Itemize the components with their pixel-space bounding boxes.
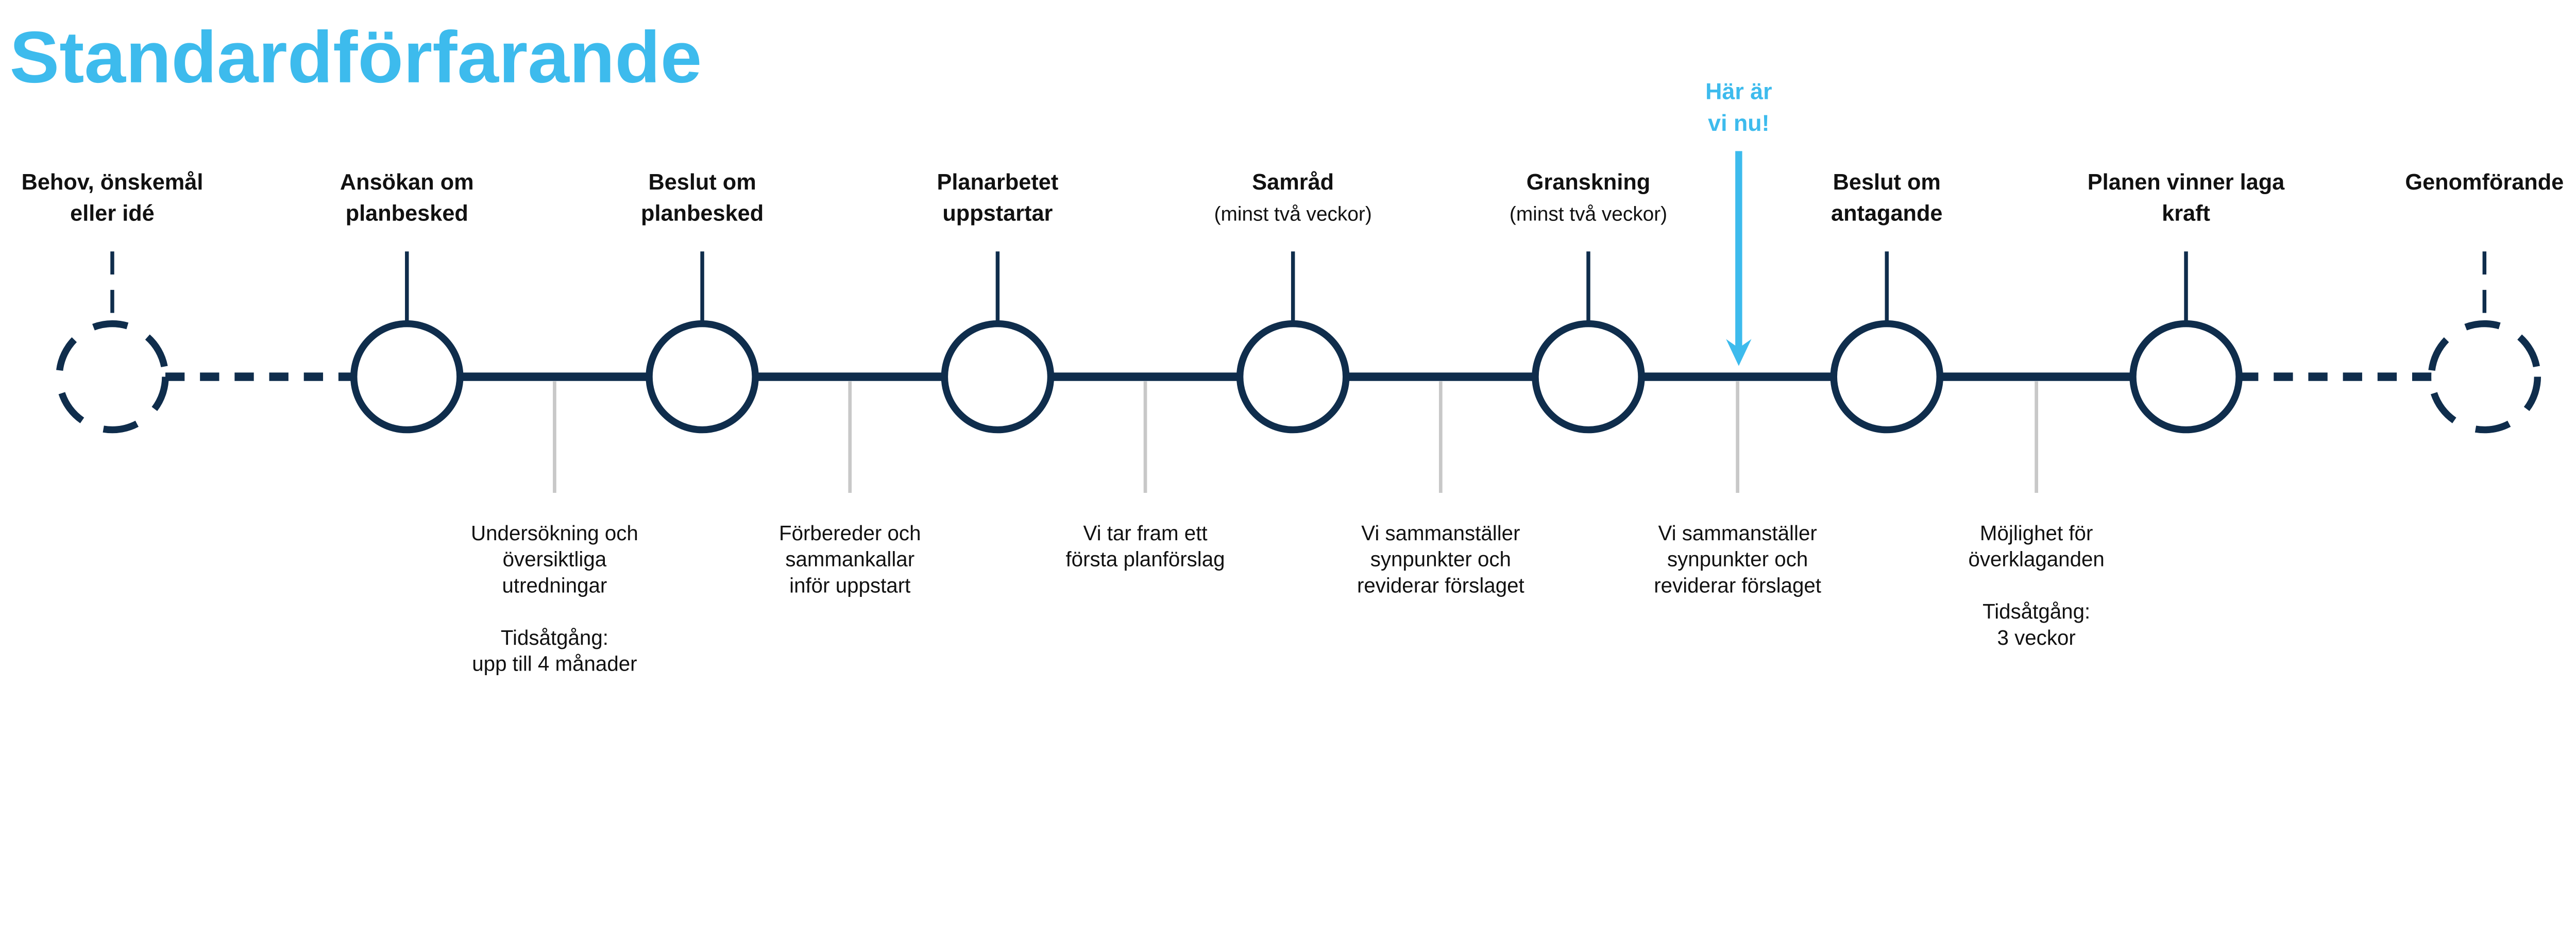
- step-label: Samråd: [1252, 170, 1334, 195]
- step-label: Granskning: [1527, 170, 1651, 195]
- phase-text: synpunkter och: [1370, 548, 1511, 571]
- timeline-step: Beslut om planbesked: [641, 170, 764, 434]
- step-label: Behov, önskemål: [22, 170, 204, 195]
- phase-text: Tidsåtgång:: [501, 626, 608, 649]
- step-circle: [941, 320, 1055, 434]
- step-label: Beslut om: [648, 170, 756, 195]
- phase-text: översiktliga: [503, 548, 607, 571]
- step-circle: [1236, 320, 1350, 434]
- phase-description: Vi tar fram ett första planförslag: [1065, 381, 1225, 571]
- timeline-step: Samråd (minst två veckor): [1214, 170, 1372, 434]
- step-label-line2: kraft: [2162, 201, 2210, 226]
- step-label: Planarbetet: [937, 170, 1059, 195]
- phase-text: överklaganden: [1968, 548, 2104, 571]
- step-label-line2: planbesked: [346, 201, 468, 226]
- phase-text: 3 veckor: [1997, 626, 2076, 649]
- step-label: Beslut om: [1833, 170, 1941, 195]
- page-title: Standardförfarande: [10, 17, 702, 98]
- step-duration: (minst två veckor): [1510, 203, 1667, 225]
- timeline-step: Behov, önskemål eller idé: [22, 170, 204, 434]
- process-timeline: Standardförfarande Behov, önskemål eller …: [10, 17, 2564, 676]
- phase-description: Vi sammanställer synpunkter och reviderar …: [1654, 381, 1821, 597]
- step-circle: [350, 320, 464, 434]
- step-circle: [646, 320, 759, 434]
- step-label-line2: planbesked: [641, 201, 764, 226]
- marker-label-line1: Här är: [1705, 79, 1772, 105]
- timeline-step: Granskning (minst två veckor): [1510, 170, 1667, 434]
- step-label-line2: uppstartar: [942, 201, 1053, 226]
- timeline-phases: Undersökning och översiktliga utredningarT…: [471, 381, 2105, 676]
- phase-description: Undersökning och översiktliga utredningarT…: [471, 381, 638, 676]
- step-label-line2: antagande: [1831, 201, 1942, 226]
- phase-text: reviderar förslaget: [1654, 574, 1821, 597]
- step-circle: [1532, 320, 1645, 434]
- phase-text: Vi tar fram ett: [1083, 522, 1207, 545]
- step-label-line2: eller idé: [70, 201, 155, 226]
- phase-text: Vi sammanställer: [1658, 522, 1817, 545]
- timeline-step: Ansökan om planbesked: [340, 170, 474, 434]
- step-label: Genomförande: [2405, 170, 2564, 195]
- step-circle: [2129, 320, 2243, 434]
- current-position-marker: Här är vi nu!: [1705, 79, 1772, 366]
- phase-text: Undersökning och: [471, 522, 638, 545]
- phase-text: Förbereder och: [779, 522, 921, 545]
- step-label: Ansökan om: [340, 170, 474, 195]
- phase-text: reviderar förslaget: [1357, 574, 1524, 597]
- timeline-step: Genomförande: [2405, 170, 2564, 434]
- phase-description: Förbereder och sammankallar inför uppstart: [779, 381, 921, 597]
- phase-text: utredningar: [502, 574, 607, 597]
- phase-text: inför uppstart: [789, 574, 910, 597]
- dashed-step-circle: [2428, 320, 2541, 434]
- phase-text: synpunkter och: [1667, 548, 1808, 571]
- step-circle: [1830, 320, 1944, 434]
- phase-text: upp till 4 månader: [472, 653, 637, 676]
- phase-text: Möjlighet för: [1980, 522, 2093, 545]
- phase-text: första planförslag: [1065, 548, 1225, 571]
- step-duration: (minst två veckor): [1214, 203, 1372, 225]
- phase-text: Vi sammanställer: [1361, 522, 1520, 545]
- phase-description: Vi sammanställer synpunkter och reviderar …: [1357, 381, 1524, 597]
- step-label: Planen vinner laga: [2088, 170, 2285, 195]
- timeline-step: Beslut om antagande: [1830, 170, 1944, 434]
- timeline-step: Planarbetet uppstartar: [937, 170, 1059, 434]
- arrow-down-icon: [1726, 151, 1752, 366]
- phase-text: Tidsåtgång:: [1982, 600, 2090, 623]
- timeline-step: Planen vinner laga kraft: [2088, 170, 2285, 434]
- dashed-step-circle: [56, 320, 169, 434]
- phase-text: sammankallar: [785, 548, 914, 571]
- timeline-steps: Behov, önskemål eller idé Ansökan om planbe…: [22, 170, 2564, 434]
- marker-label-line2: vi nu!: [1708, 110, 1769, 136]
